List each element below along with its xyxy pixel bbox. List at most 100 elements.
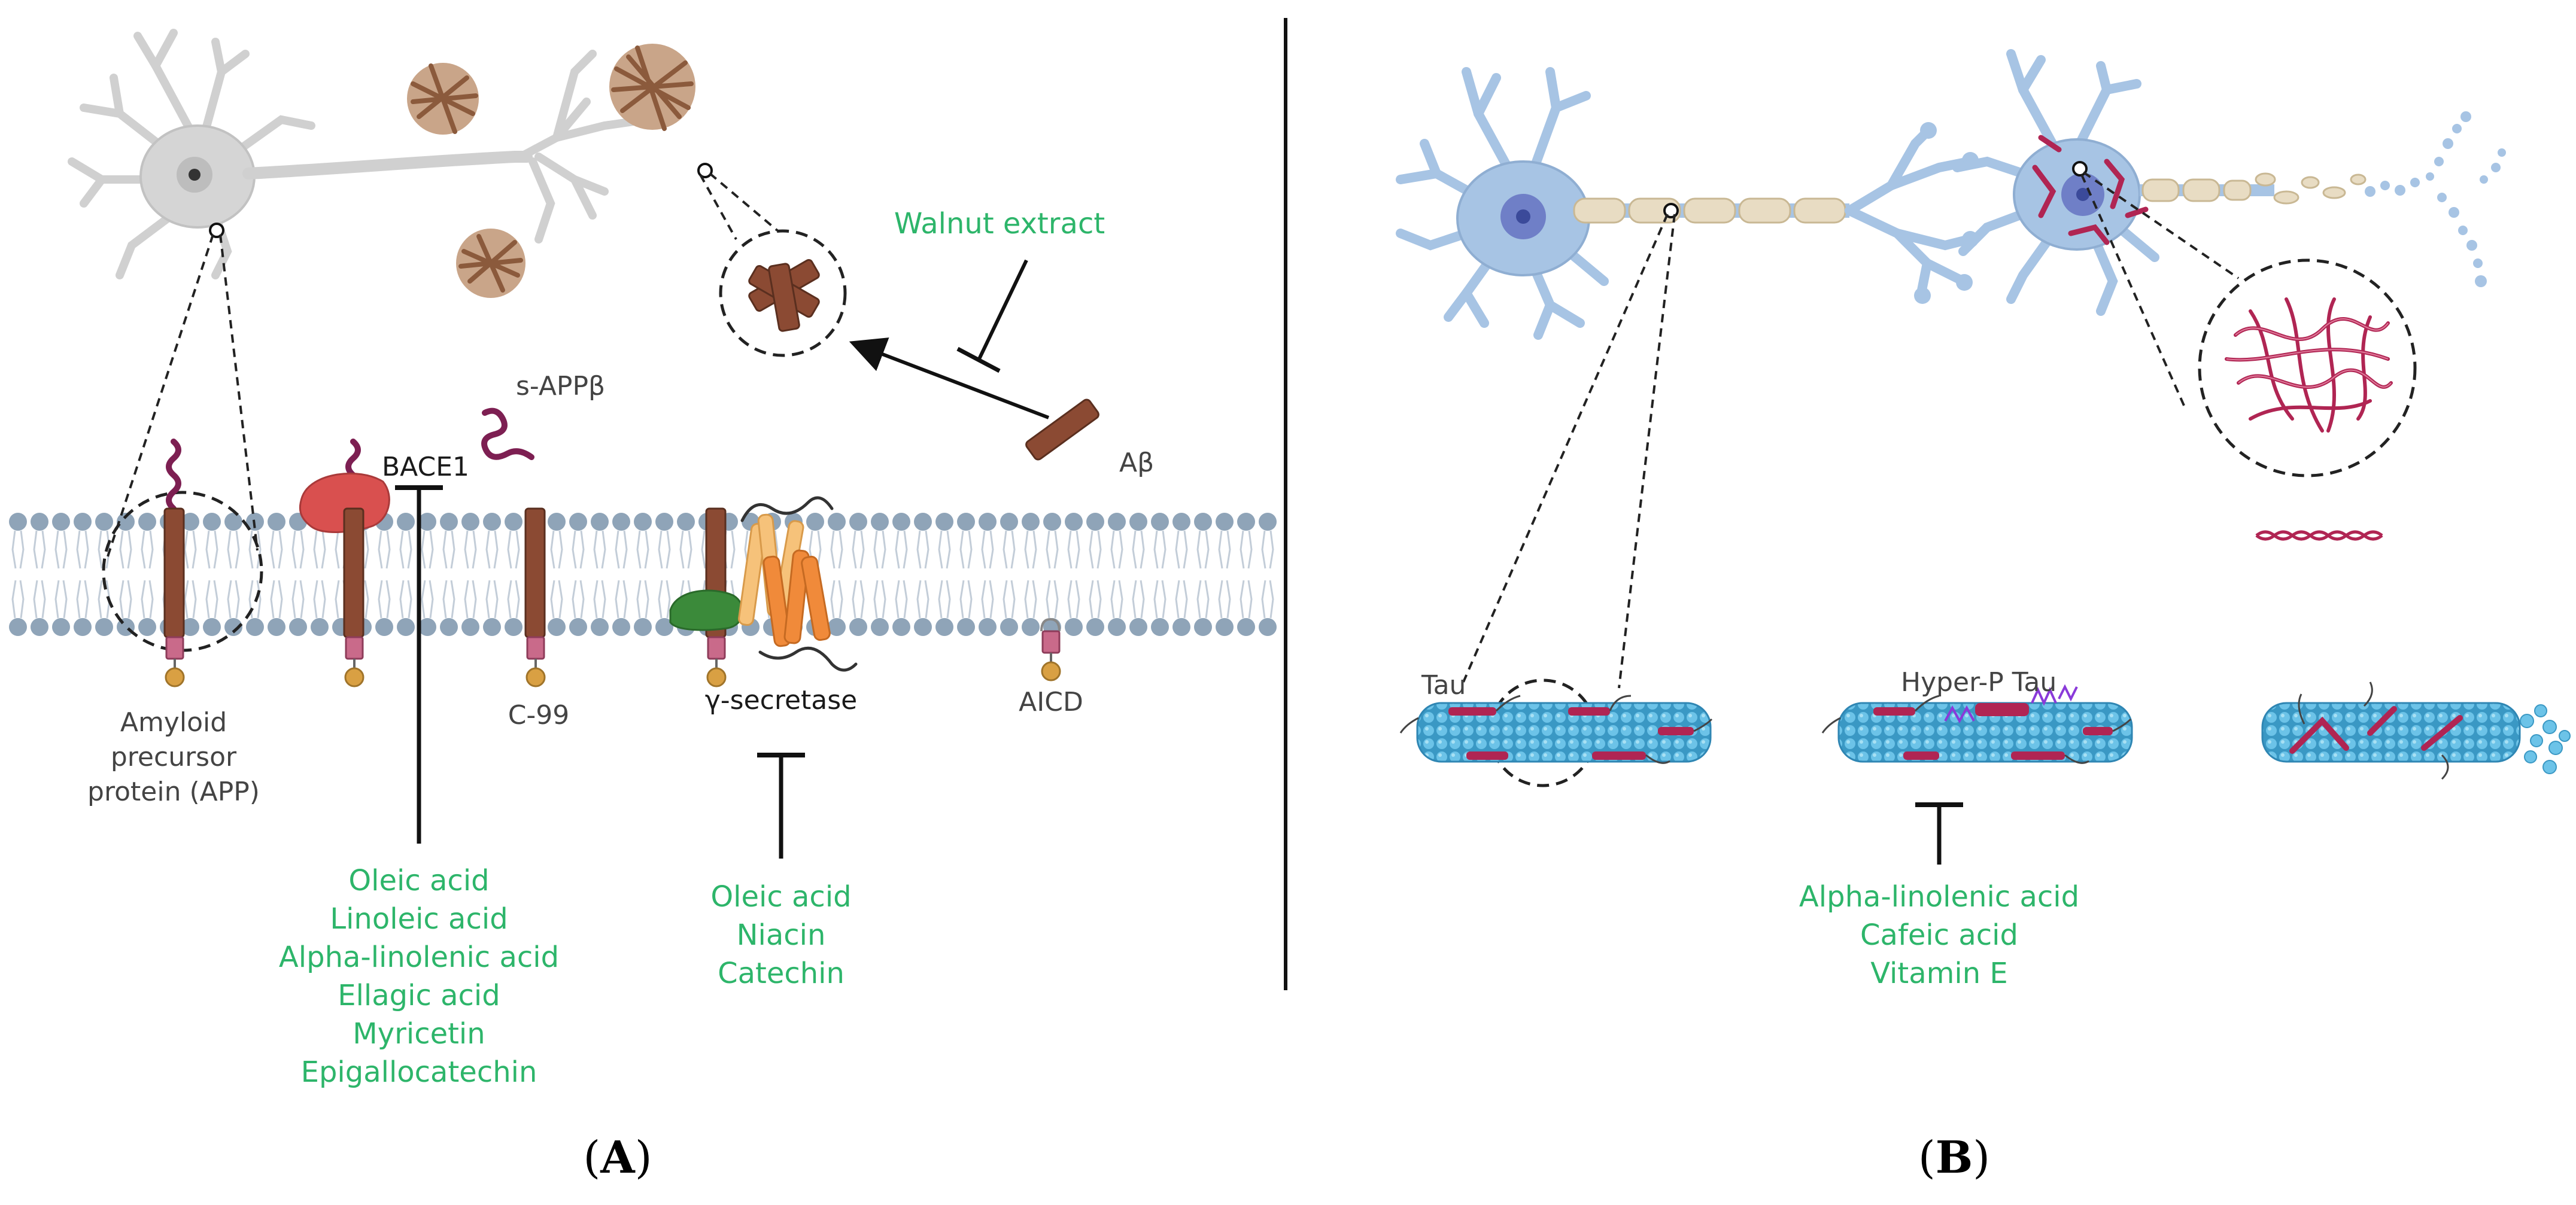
- amyloid-plaque-1: [407, 63, 479, 135]
- lipid-tail: [830, 580, 843, 619]
- gamma-helices-dark: [763, 549, 831, 647]
- lipid-tail: [873, 530, 886, 569]
- lipid-tail: [442, 530, 455, 569]
- inhibitor-name: Vitamin E: [1870, 957, 2007, 990]
- lipid-head: [1108, 618, 1126, 636]
- bace1-app-complex: [299, 439, 390, 687]
- lipid-head: [31, 618, 48, 636]
- lipid-tail: [141, 530, 154, 569]
- lipid-head: [440, 513, 458, 531]
- lipid-head: [979, 513, 997, 531]
- plaque-zoom-origin: [697, 163, 713, 178]
- lipid-tail: [572, 530, 585, 569]
- lipid-tail: [184, 530, 197, 569]
- lipid-tail: [291, 580, 305, 619]
- lipid-tail: [981, 530, 994, 569]
- lipid-head: [655, 618, 673, 636]
- lipid-head: [1237, 513, 1255, 531]
- lipid-tail: [399, 530, 412, 569]
- lipid-head: [138, 618, 156, 636]
- lipid-head: [634, 513, 652, 531]
- lipid-head: [1000, 513, 1018, 531]
- aicd-label: AICD: [1019, 687, 1083, 717]
- lipid-tail: [959, 530, 973, 569]
- microtubule-hyperphosphorylated: [1821, 684, 2133, 764]
- lipid-tail: [615, 530, 628, 569]
- lipid-tail: [227, 580, 240, 619]
- lipid-head: [957, 618, 975, 636]
- gray-neuron: [68, 29, 651, 279]
- lipid-head: [1065, 513, 1083, 531]
- healthy-neuron-terminal: [1845, 127, 1974, 298]
- lipid-tail: [873, 580, 886, 619]
- lipid-head: [612, 513, 630, 531]
- lipid-head: [1172, 513, 1190, 531]
- lipid-head: [52, 618, 70, 636]
- lipid-tail: [270, 530, 283, 569]
- gamma-secretase-label: γ-secretase: [705, 685, 858, 716]
- amyloid-plaque-2: [609, 44, 695, 131]
- lipid-head: [828, 513, 846, 531]
- lipid-tail: [1261, 580, 1274, 619]
- walnut-inhibition-line: [977, 259, 1028, 361]
- lipid-head: [806, 513, 824, 531]
- lipid-head: [1129, 513, 1147, 531]
- lipid-tail: [852, 580, 865, 619]
- gamma-secretase-complex: [669, 496, 858, 687]
- lipid-tail: [464, 580, 477, 619]
- inhibitor-name: Oleic acid: [710, 880, 851, 914]
- nft-zoom: [2072, 161, 2417, 477]
- lipid-tail: [1261, 530, 1274, 569]
- lipid-head: [548, 618, 566, 636]
- lipid-tail: [938, 580, 951, 619]
- panel-a: Walnut extract Aβ Amyloid precursor prot…: [9, 29, 1277, 1089]
- lipid-head: [418, 513, 436, 531]
- lipid-head: [1022, 513, 1040, 531]
- neurofibrillary-tangle-highlight: [2226, 318, 2392, 388]
- lipid-head: [224, 513, 242, 531]
- panel-b: Tau Hyper-P Tau Alpha: [1396, 49, 2571, 990]
- intracellular-tau-tangles: [2032, 135, 2149, 245]
- lipid-head: [311, 618, 329, 636]
- app-label-line1: Amyloid: [120, 707, 227, 738]
- inhibitor-name: Niacin: [737, 918, 826, 952]
- lipid-tail: [1153, 580, 1167, 619]
- lipid-head: [138, 513, 156, 531]
- lipid-tail: [54, 580, 68, 619]
- lipid-tail: [399, 580, 412, 619]
- healthy-neuron: [1396, 67, 1979, 340]
- lipid-tail: [205, 580, 218, 619]
- lipid-tail: [572, 580, 585, 619]
- lipid-head: [1065, 618, 1083, 636]
- microtubule-disintegrating: [2261, 681, 2571, 780]
- gray-neuron-axon: [242, 151, 533, 179]
- lipid-head: [1043, 513, 1061, 531]
- lipid-tail: [184, 580, 197, 619]
- lipid-tail: [1110, 580, 1123, 619]
- hyper-p-tau-label: Hyper-P Tau: [1901, 667, 2056, 698]
- lipid-tail: [313, 530, 326, 569]
- lipid-head: [203, 618, 221, 636]
- lipid-tail: [1153, 530, 1167, 569]
- inhibitor-name: Cafeic acid: [1860, 918, 2018, 952]
- lipid-tail: [636, 580, 649, 619]
- lipid-tail: [227, 530, 240, 569]
- lipid-head: [505, 618, 523, 636]
- lipid-head: [1086, 513, 1104, 531]
- lipid-head: [181, 513, 199, 531]
- lipid-head: [203, 513, 221, 531]
- lipid-tail: [76, 530, 89, 569]
- myelin-sheaths: [1573, 197, 1846, 224]
- abeta-label: Aβ: [1119, 448, 1154, 478]
- lipid-tail: [1240, 530, 1253, 569]
- lipid-head: [268, 513, 285, 531]
- caption-b: (B): [1918, 1132, 1990, 1183]
- lipid-tail: [615, 580, 628, 619]
- lipid-head: [483, 618, 501, 636]
- healthy-neuron-nucleolus: [1516, 209, 1530, 224]
- app-protein: [163, 439, 185, 687]
- lipid-tail: [679, 530, 692, 569]
